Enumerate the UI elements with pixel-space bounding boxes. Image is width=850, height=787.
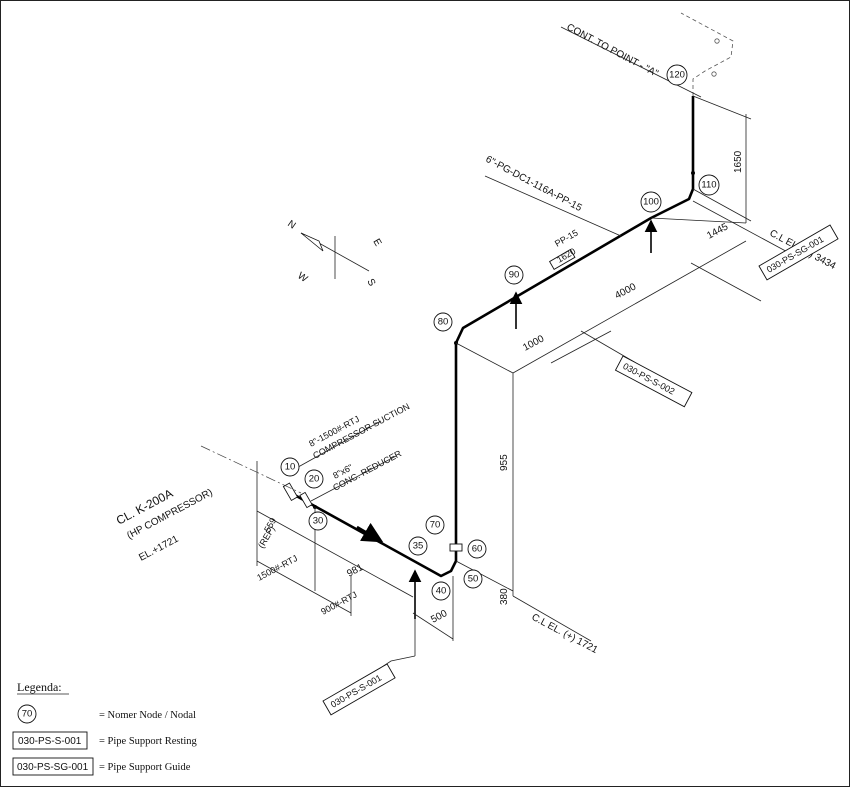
reducer-20 bbox=[299, 491, 313, 509]
node-60: 60 bbox=[467, 539, 487, 559]
label-pp15: PP-15 bbox=[553, 228, 580, 249]
legend-resting-tag: 030-PS-S-001 bbox=[18, 736, 82, 747]
label-line-number: 6"-PG-DC1-116A-PP-15 bbox=[484, 154, 584, 214]
legend-guide-desc: = Pipe Support Guide bbox=[99, 762, 191, 773]
continuation-line bbox=[560, 12, 734, 98]
node-110: 110 bbox=[698, 174, 720, 196]
tag-support-s1: 030-PS-S-001 bbox=[322, 663, 396, 716]
dim-1650: 1650 bbox=[733, 150, 744, 173]
node-10: 10 bbox=[280, 457, 300, 477]
legend-node-desc: = Nomer Node / Nodal bbox=[99, 710, 196, 721]
svg-text:35: 35 bbox=[413, 541, 424, 552]
compass-w: W bbox=[295, 270, 310, 285]
node-20: 20 bbox=[304, 469, 324, 489]
svg-text:030-PS-S-001: 030-PS-S-001 bbox=[329, 673, 383, 710]
flow-arrow bbox=[356, 522, 384, 543]
node-80: 80 bbox=[433, 312, 453, 332]
label-rtj-1500: 1500#-RTJ bbox=[255, 553, 299, 583]
node-100: 100 bbox=[640, 191, 662, 213]
flange-70 bbox=[449, 543, 463, 552]
dim-4000: 4000 bbox=[613, 281, 638, 301]
node-bubbles: 10 20 30 35 40 50 60 70 80 90 100 110 12… bbox=[280, 64, 720, 601]
pp15-fitting bbox=[548, 248, 576, 270]
node-50: 50 bbox=[463, 569, 483, 589]
drawing-labels: CONT. TO POINT - "A" 6"-PG-DC1-116A-PP-1… bbox=[114, 22, 838, 656]
node-70: 70 bbox=[425, 515, 445, 535]
svg-text:70: 70 bbox=[22, 709, 33, 720]
dimension-lines bbox=[200, 95, 794, 642]
svg-text:60: 60 bbox=[472, 544, 483, 555]
compass-n: N bbox=[285, 218, 297, 231]
svg-text:70: 70 bbox=[430, 520, 441, 531]
node-35: 35 bbox=[408, 536, 428, 556]
node-40: 40 bbox=[431, 581, 451, 601]
svg-text:40: 40 bbox=[436, 586, 447, 597]
label-cl-el-bottom: C.L EL. (+) 1721 bbox=[530, 612, 600, 656]
dim-955: 955 bbox=[499, 454, 510, 471]
svg-text:90: 90 bbox=[509, 270, 520, 281]
dim-380: 380 bbox=[499, 588, 510, 605]
svg-text:100: 100 bbox=[643, 197, 659, 208]
svg-text:50: 50 bbox=[468, 574, 479, 585]
pipe-route bbox=[290, 96, 695, 578]
svg-text:110: 110 bbox=[701, 180, 716, 191]
label-cont-to-point: CONT. TO POINT - "A" bbox=[565, 22, 661, 80]
node-90: 90 bbox=[504, 265, 524, 285]
svg-text:120: 120 bbox=[669, 70, 685, 81]
tag-support-s2: 030-PS-S-002 bbox=[614, 355, 693, 408]
dim-500: 500 bbox=[429, 608, 449, 626]
svg-text:030-PS-S-002: 030-PS-S-002 bbox=[621, 361, 676, 397]
legend-node-sample: 70 bbox=[17, 704, 37, 724]
legend-guide-tag: 030-PS-SG-001 bbox=[17, 762, 89, 773]
dim-1445: 1445 bbox=[705, 221, 730, 241]
node-120: 120 bbox=[666, 64, 688, 86]
label-el-1721: EL.+1721 bbox=[137, 533, 181, 563]
svg-text:30: 30 bbox=[313, 516, 324, 527]
svg-text:80: 80 bbox=[438, 317, 449, 328]
legend-title: Legenda: bbox=[17, 680, 62, 694]
flange-10 bbox=[282, 482, 299, 502]
svg-text:10: 10 bbox=[285, 462, 296, 473]
node-30: 30 bbox=[308, 511, 328, 531]
dim-1000: 1000 bbox=[521, 333, 546, 353]
compass-e: E bbox=[370, 237, 383, 249]
label-rtj-900: 900#-RTJ bbox=[319, 589, 358, 616]
legend: Legenda: 70 = Nomer Node / Nodal 030-PS-… bbox=[12, 680, 198, 776]
dim-559: 559 bbox=[262, 516, 278, 534]
svg-text:20: 20 bbox=[309, 474, 320, 485]
support-arrows bbox=[372, 219, 658, 674]
dim-981: 981 bbox=[345, 562, 365, 580]
compass: N E S W bbox=[285, 218, 383, 288]
legend-resting-desc: = Pipe Support Resting bbox=[99, 736, 198, 747]
compass-s: S bbox=[364, 277, 377, 289]
